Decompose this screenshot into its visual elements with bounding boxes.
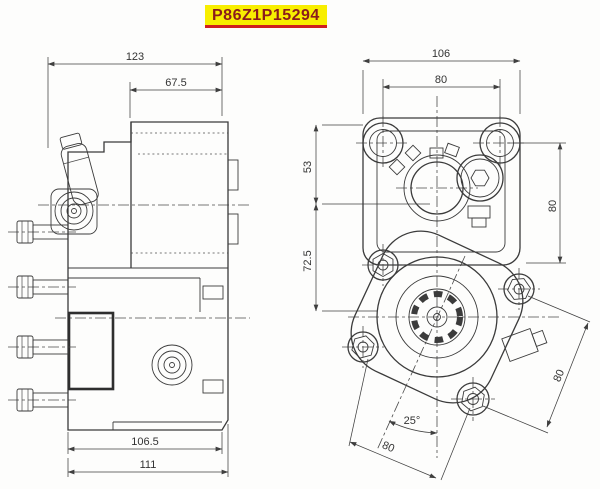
dimension-front-left-upper: 53 <box>302 124 430 205</box>
bearing-boss <box>50 188 98 235</box>
port-block <box>227 159 239 191</box>
hex-bolt <box>342 326 384 368</box>
input-bore <box>403 154 471 222</box>
dimension-label: 111 <box>140 459 157 471</box>
dimension-front-top-overall: 106 <box>362 48 521 114</box>
flange-bolt <box>356 116 410 170</box>
dimension-label: 80 <box>435 74 447 86</box>
shift-cylinder <box>59 132 99 206</box>
fitting <box>471 217 487 228</box>
dimension-label: 80 <box>547 200 559 212</box>
stud-bolt <box>8 220 76 244</box>
dimension-front-right-diagonal: 80 <box>482 295 591 434</box>
rotated-axis <box>376 255 466 451</box>
front-view <box>342 96 562 458</box>
flange-tab <box>202 379 224 394</box>
dimension-side-top-overall: 123 <box>47 51 223 148</box>
dimension-front-angle: 25° <box>388 415 438 436</box>
fitting <box>467 205 491 219</box>
stud-bolt <box>8 335 76 359</box>
dimensions: 123 67.5 106.5 111 <box>47 48 591 481</box>
side-port-fitting <box>501 328 548 362</box>
stud-bolt <box>8 388 76 412</box>
port-block <box>227 213 239 245</box>
nub <box>404 144 422 162</box>
dimension-label: 25° <box>404 415 421 427</box>
hex-socket <box>470 169 490 187</box>
nub <box>388 158 406 176</box>
dimension-label: 106 <box>432 48 450 60</box>
dimension-front-left-lower: 72.5 <box>302 203 378 312</box>
side-view <box>8 121 252 431</box>
dimension-side-bottom-overall: 111 <box>67 424 229 477</box>
dimension-side-top-inner: 67.5 <box>129 77 223 118</box>
spline-hub <box>411 291 463 343</box>
dimension-front-top-bolt-spacing: 80 <box>382 74 501 119</box>
flange-tab <box>202 285 224 300</box>
side-port-window <box>67 311 115 391</box>
plate-inner-contour <box>376 130 506 253</box>
dimension-label: 72.5 <box>302 250 314 271</box>
hex-bolt <box>451 377 495 421</box>
dimension-front-right-vertical: 80 <box>508 142 566 264</box>
part-number-highlight: P86Z1P15294 <box>205 5 327 28</box>
dimension-label: 106.5 <box>131 436 159 448</box>
hex-bolt <box>498 268 540 310</box>
stud-bolt <box>8 275 76 299</box>
nub <box>429 147 444 159</box>
dimension-label: 123 <box>126 51 144 63</box>
hex-bolt <box>362 244 404 286</box>
hex-plug <box>456 154 504 202</box>
mounting-plate <box>362 117 521 266</box>
drain-plug <box>151 344 193 386</box>
dimension-label: 53 <box>302 161 314 173</box>
dimension-front-bottom-diagonal: 80 <box>348 358 471 481</box>
dimension-label: 80 <box>380 439 396 455</box>
dimension-label: 67.5 <box>165 77 186 89</box>
nub <box>444 142 460 158</box>
dimension-label: 80 <box>551 368 567 384</box>
dimension-side-bottom-inner: 106.5 <box>67 432 223 454</box>
part-number-text: P86Z1P15294 <box>212 7 320 24</box>
output-flange <box>376 256 498 378</box>
